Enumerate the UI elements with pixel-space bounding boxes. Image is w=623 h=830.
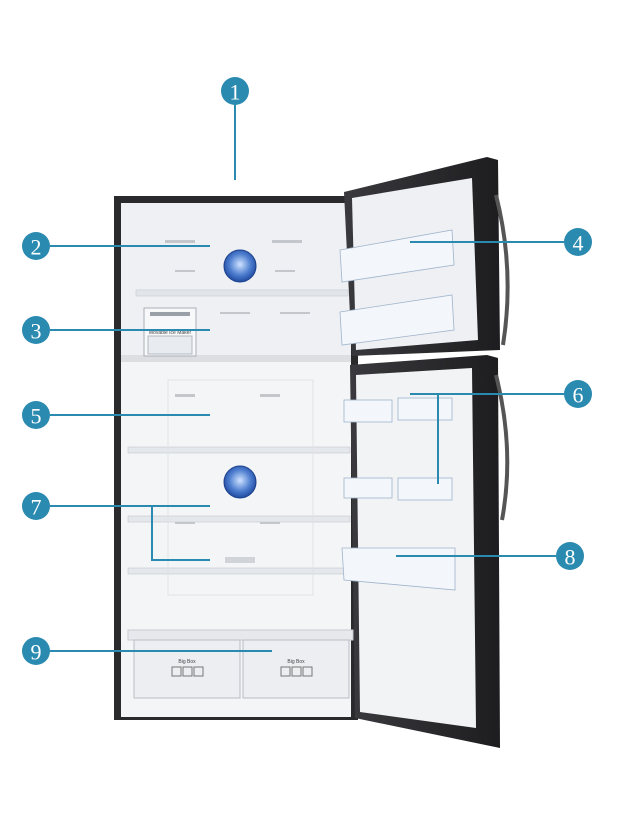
ice-maker: Movable Ice Maker — [143, 307, 197, 357]
freezer-door — [339, 157, 510, 356]
temperature-sensor — [225, 557, 255, 563]
svg-text:3: 3 — [31, 319, 42, 344]
ice-maker-label: Movable Ice Maker — [149, 330, 192, 336]
svg-text:1: 1 — [230, 80, 241, 105]
fan-badge-upper — [223, 249, 257, 283]
callout-4: 4 — [564, 228, 592, 256]
svg-text:4: 4 — [573, 231, 584, 256]
svg-text:5: 5 — [31, 404, 42, 429]
svg-text:2: 2 — [31, 235, 42, 260]
svg-text:6: 6 — [573, 383, 584, 408]
fan-badge-lower — [223, 465, 257, 499]
svg-text:9: 9 — [31, 640, 42, 665]
callout-6: 6 — [564, 380, 592, 408]
fridge-handle — [494, 374, 510, 521]
crisper-right: Big Box — [242, 639, 350, 699]
svg-text:8: 8 — [565, 545, 576, 570]
freezer-handle — [494, 194, 510, 346]
callout-1: 1 — [221, 77, 249, 105]
callout-5: 5 — [22, 401, 50, 429]
crisper-right-label: Big Box — [287, 659, 305, 665]
callout-9: 9 — [22, 637, 50, 665]
callout-3: 3 — [22, 316, 50, 344]
callout-2: 2 — [22, 232, 50, 260]
fridge-cabinet: Movable Ice Maker Big Box Big Box — [114, 196, 358, 720]
svg-text:7: 7 — [31, 495, 42, 520]
callout-8: 8 — [556, 542, 584, 570]
crisper-left: Big Box — [133, 639, 241, 699]
crisper-left-label: Big Box — [178, 659, 196, 665]
fridge-door — [341, 355, 510, 748]
callout-7: 7 — [22, 492, 50, 520]
callout-lines — [50, 104, 566, 652]
